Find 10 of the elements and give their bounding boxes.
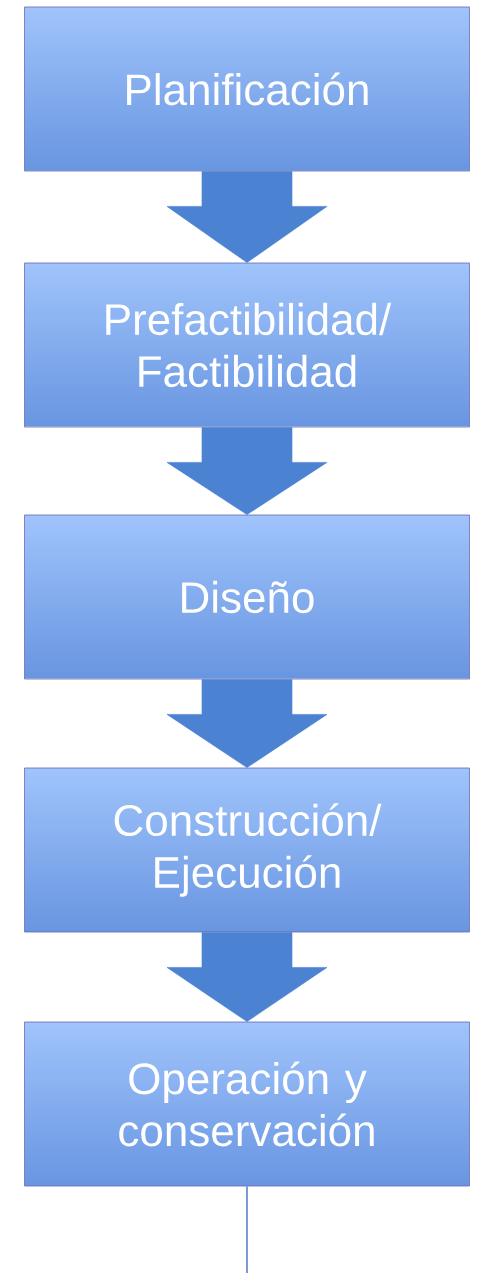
process-box: Planificación: [24, 6, 470, 172]
process-box: Diseño: [24, 514, 470, 680]
block-arrow: [166, 679, 328, 768]
block-arrow: [166, 171, 328, 263]
process-box: Construcción/ Ejecución: [24, 767, 470, 933]
process-box: Operación y conservación: [24, 1021, 470, 1187]
block-arrow: [166, 427, 328, 515]
process-box: Prefactibilidad/ Factibilidad: [24, 262, 470, 428]
block-arrow: [166, 932, 328, 1022]
connector-line: [246, 1185, 248, 1273]
